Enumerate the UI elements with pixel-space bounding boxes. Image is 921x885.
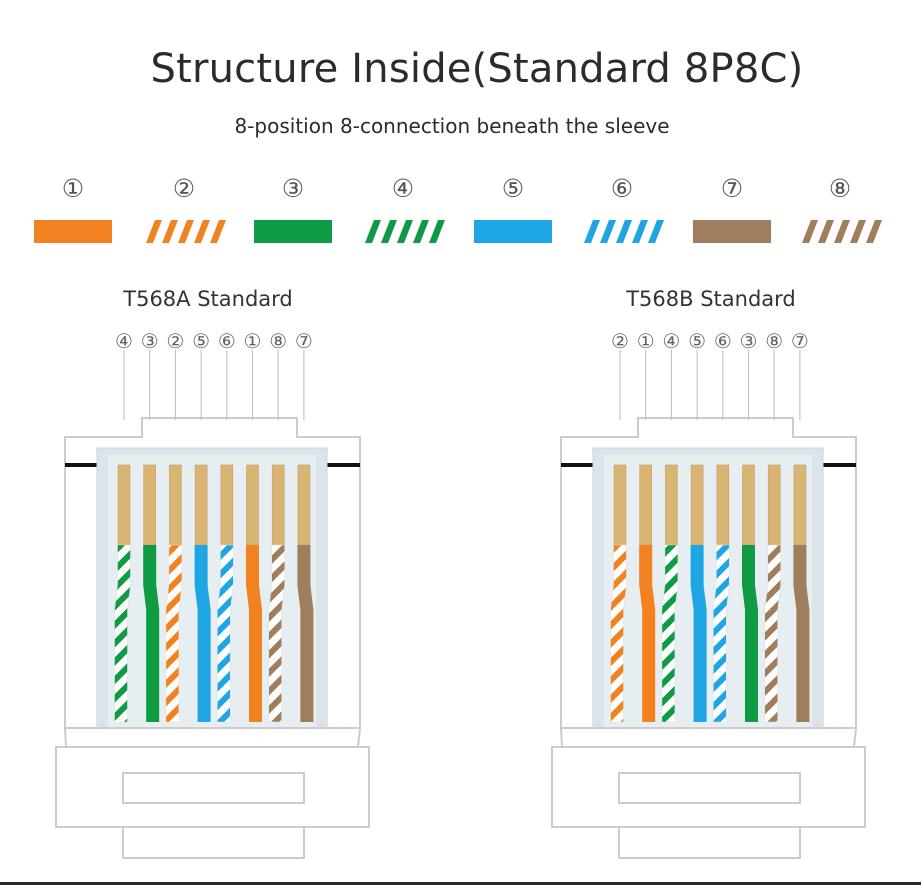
t568b-contact-3: [665, 464, 678, 546]
legend-number-1: ①: [62, 174, 84, 203]
t568b-wire-4: [690, 545, 707, 722]
legend-number-4: ④: [392, 174, 414, 203]
t568a-pin-label-4: ⑤: [192, 329, 210, 353]
legend-number-5: ⑤: [502, 174, 524, 203]
t568b-wire-2: [639, 545, 656, 722]
t568a-pin-label-1: ④: [115, 329, 133, 353]
legend-swatch-3: [254, 220, 332, 243]
t568a-wire-7: [268, 544, 285, 723]
t568b-wire-3: [661, 544, 679, 723]
t568a-pin-label-7: ⑧: [269, 329, 287, 353]
legend-swatch-4: [365, 220, 445, 243]
t568b-boot-window: [618, 772, 801, 804]
t568b-standard-title: T568B Standard: [626, 287, 796, 311]
t568b-pin-label-3: ④: [662, 329, 680, 353]
t568b-wire-6: [742, 545, 758, 722]
t568a-contact-1: [117, 464, 131, 546]
t568a-wire-1: [114, 544, 131, 723]
t568a-wire-8: [297, 545, 314, 722]
t568a-contact-8: [297, 464, 311, 546]
t568a-crimp-rim: [63, 727, 362, 748]
legend-swatch-1: [34, 220, 112, 243]
t568b-contact-1: [613, 464, 627, 546]
bottom-divider: [0, 882, 921, 885]
t568a-contact-3: [169, 464, 182, 546]
legend-swatch-5: [474, 220, 552, 243]
legend-swatch-7: [693, 220, 771, 243]
t568a-boot-window: [122, 772, 305, 804]
t568a-pin-label-8: ⑦: [295, 329, 313, 353]
t568b-wire-7: [764, 544, 781, 723]
t568a-standard-title: T568A Standard: [123, 287, 293, 311]
t568a-contact-6: [246, 464, 259, 546]
t568a-tail: [122, 826, 305, 859]
legend-number-3: ③: [282, 174, 304, 203]
legend-number-8: ⑧: [829, 174, 851, 203]
t568b-wire-8: [793, 545, 810, 722]
wire-color-legend: ① ② ③ ④ ⑤ ⑥ ⑦ ⑧: [34, 174, 882, 243]
t568b-pin-label-2: ①: [637, 329, 655, 353]
t568a-pin-label-3: ②: [166, 329, 184, 353]
t568a-pin-label-2: ③: [141, 329, 159, 353]
t568b-pin-label-5: ⑥: [714, 329, 732, 353]
t568b-contact-8: [793, 464, 807, 546]
t568a-contact-5: [220, 464, 234, 546]
t568a-pin-label-5: ⑥: [218, 329, 236, 353]
t568a-wire-3: [165, 544, 183, 723]
t568b-wire-5: [713, 544, 730, 723]
t568b-contact-7: [767, 464, 781, 546]
t568b-pin-label-6: ③: [740, 329, 758, 353]
page-title: Structure Inside(Standard 8P8C): [150, 46, 804, 92]
legend-number-2: ②: [173, 174, 195, 203]
t568b-contact-6: [742, 464, 755, 546]
legend-swatch-6: [584, 220, 664, 243]
t568b-pin-label-8: ⑦: [791, 329, 809, 353]
t568a-wire-5: [217, 544, 234, 723]
t568b-pin-label-1: ②: [611, 329, 629, 353]
t568b-crimp-rim: [559, 727, 858, 748]
legend-number-6: ⑥: [611, 174, 633, 203]
legend-swatch-2: [146, 220, 226, 243]
t568a-contact-7: [271, 464, 285, 546]
t568b-tail: [618, 826, 801, 859]
t568b-wire-1: [610, 544, 627, 723]
t568b-pin-label-4: ⑤: [688, 329, 706, 353]
page-subtitle: 8-position 8-connection beneath the slee…: [234, 114, 670, 138]
legend-number-7: ⑦: [721, 174, 743, 203]
t568a-contact-2: [143, 464, 156, 546]
t568a-wire-4: [194, 545, 211, 722]
t568b-contact-2: [639, 464, 653, 546]
t568b-pin-label-7: ⑧: [765, 329, 783, 353]
t568b-contact-4: [690, 464, 704, 546]
t568a-contact-4: [194, 464, 208, 546]
legend-swatch-8: [802, 220, 882, 243]
t568a-wire-2: [143, 545, 160, 722]
t568a-wire-6: [246, 545, 262, 722]
t568a-pin-label-6: ①: [244, 329, 262, 353]
t568b-contact-5: [716, 464, 730, 546]
